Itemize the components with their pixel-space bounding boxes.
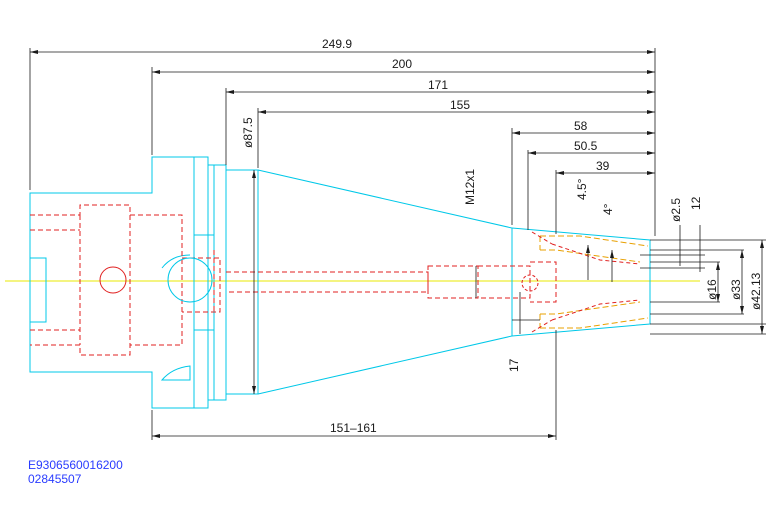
dim-angle-outer: 4.5°	[575, 178, 589, 200]
dim-flange-diameter: ø87.5	[241, 117, 255, 148]
dimension-arrows	[30, 50, 764, 438]
dim-bottom-range: 151–161	[330, 421, 377, 435]
dim-12: 12	[689, 196, 703, 210]
dim-58: 58	[574, 119, 588, 133]
dim-overall-length: 249.9	[322, 37, 352, 51]
part-number-line2: 02845507	[28, 472, 82, 486]
collet-red	[531, 231, 641, 333]
cross-hole	[99, 266, 127, 294]
dim-thread: M12x1	[463, 169, 477, 205]
dim-39: 39	[596, 159, 610, 173]
collet	[539, 235, 649, 329]
dim-171: 171	[428, 78, 448, 92]
dim-diameter-33: ø33	[729, 279, 743, 300]
nose-hole	[521, 274, 539, 292]
drawbar-circle	[167, 257, 213, 303]
dim-50-5: 50.5	[574, 139, 598, 153]
dim-diameter-16: ø16	[705, 279, 719, 300]
dim-diameter-42-13: ø42.13	[749, 272, 763, 310]
part-number-line1: E9306560016200	[28, 458, 123, 472]
dim-angle-inner: 4°	[601, 203, 615, 215]
dim-diameter-2-5: ø2.5	[669, 198, 683, 222]
tool-outline	[29, 156, 651, 409]
dimension-lines	[29, 48, 766, 440]
dim-155: 155	[450, 98, 470, 112]
hidden-lines	[30, 204, 557, 356]
dim-17: 17	[507, 358, 521, 372]
dim-200: 200	[392, 57, 412, 71]
